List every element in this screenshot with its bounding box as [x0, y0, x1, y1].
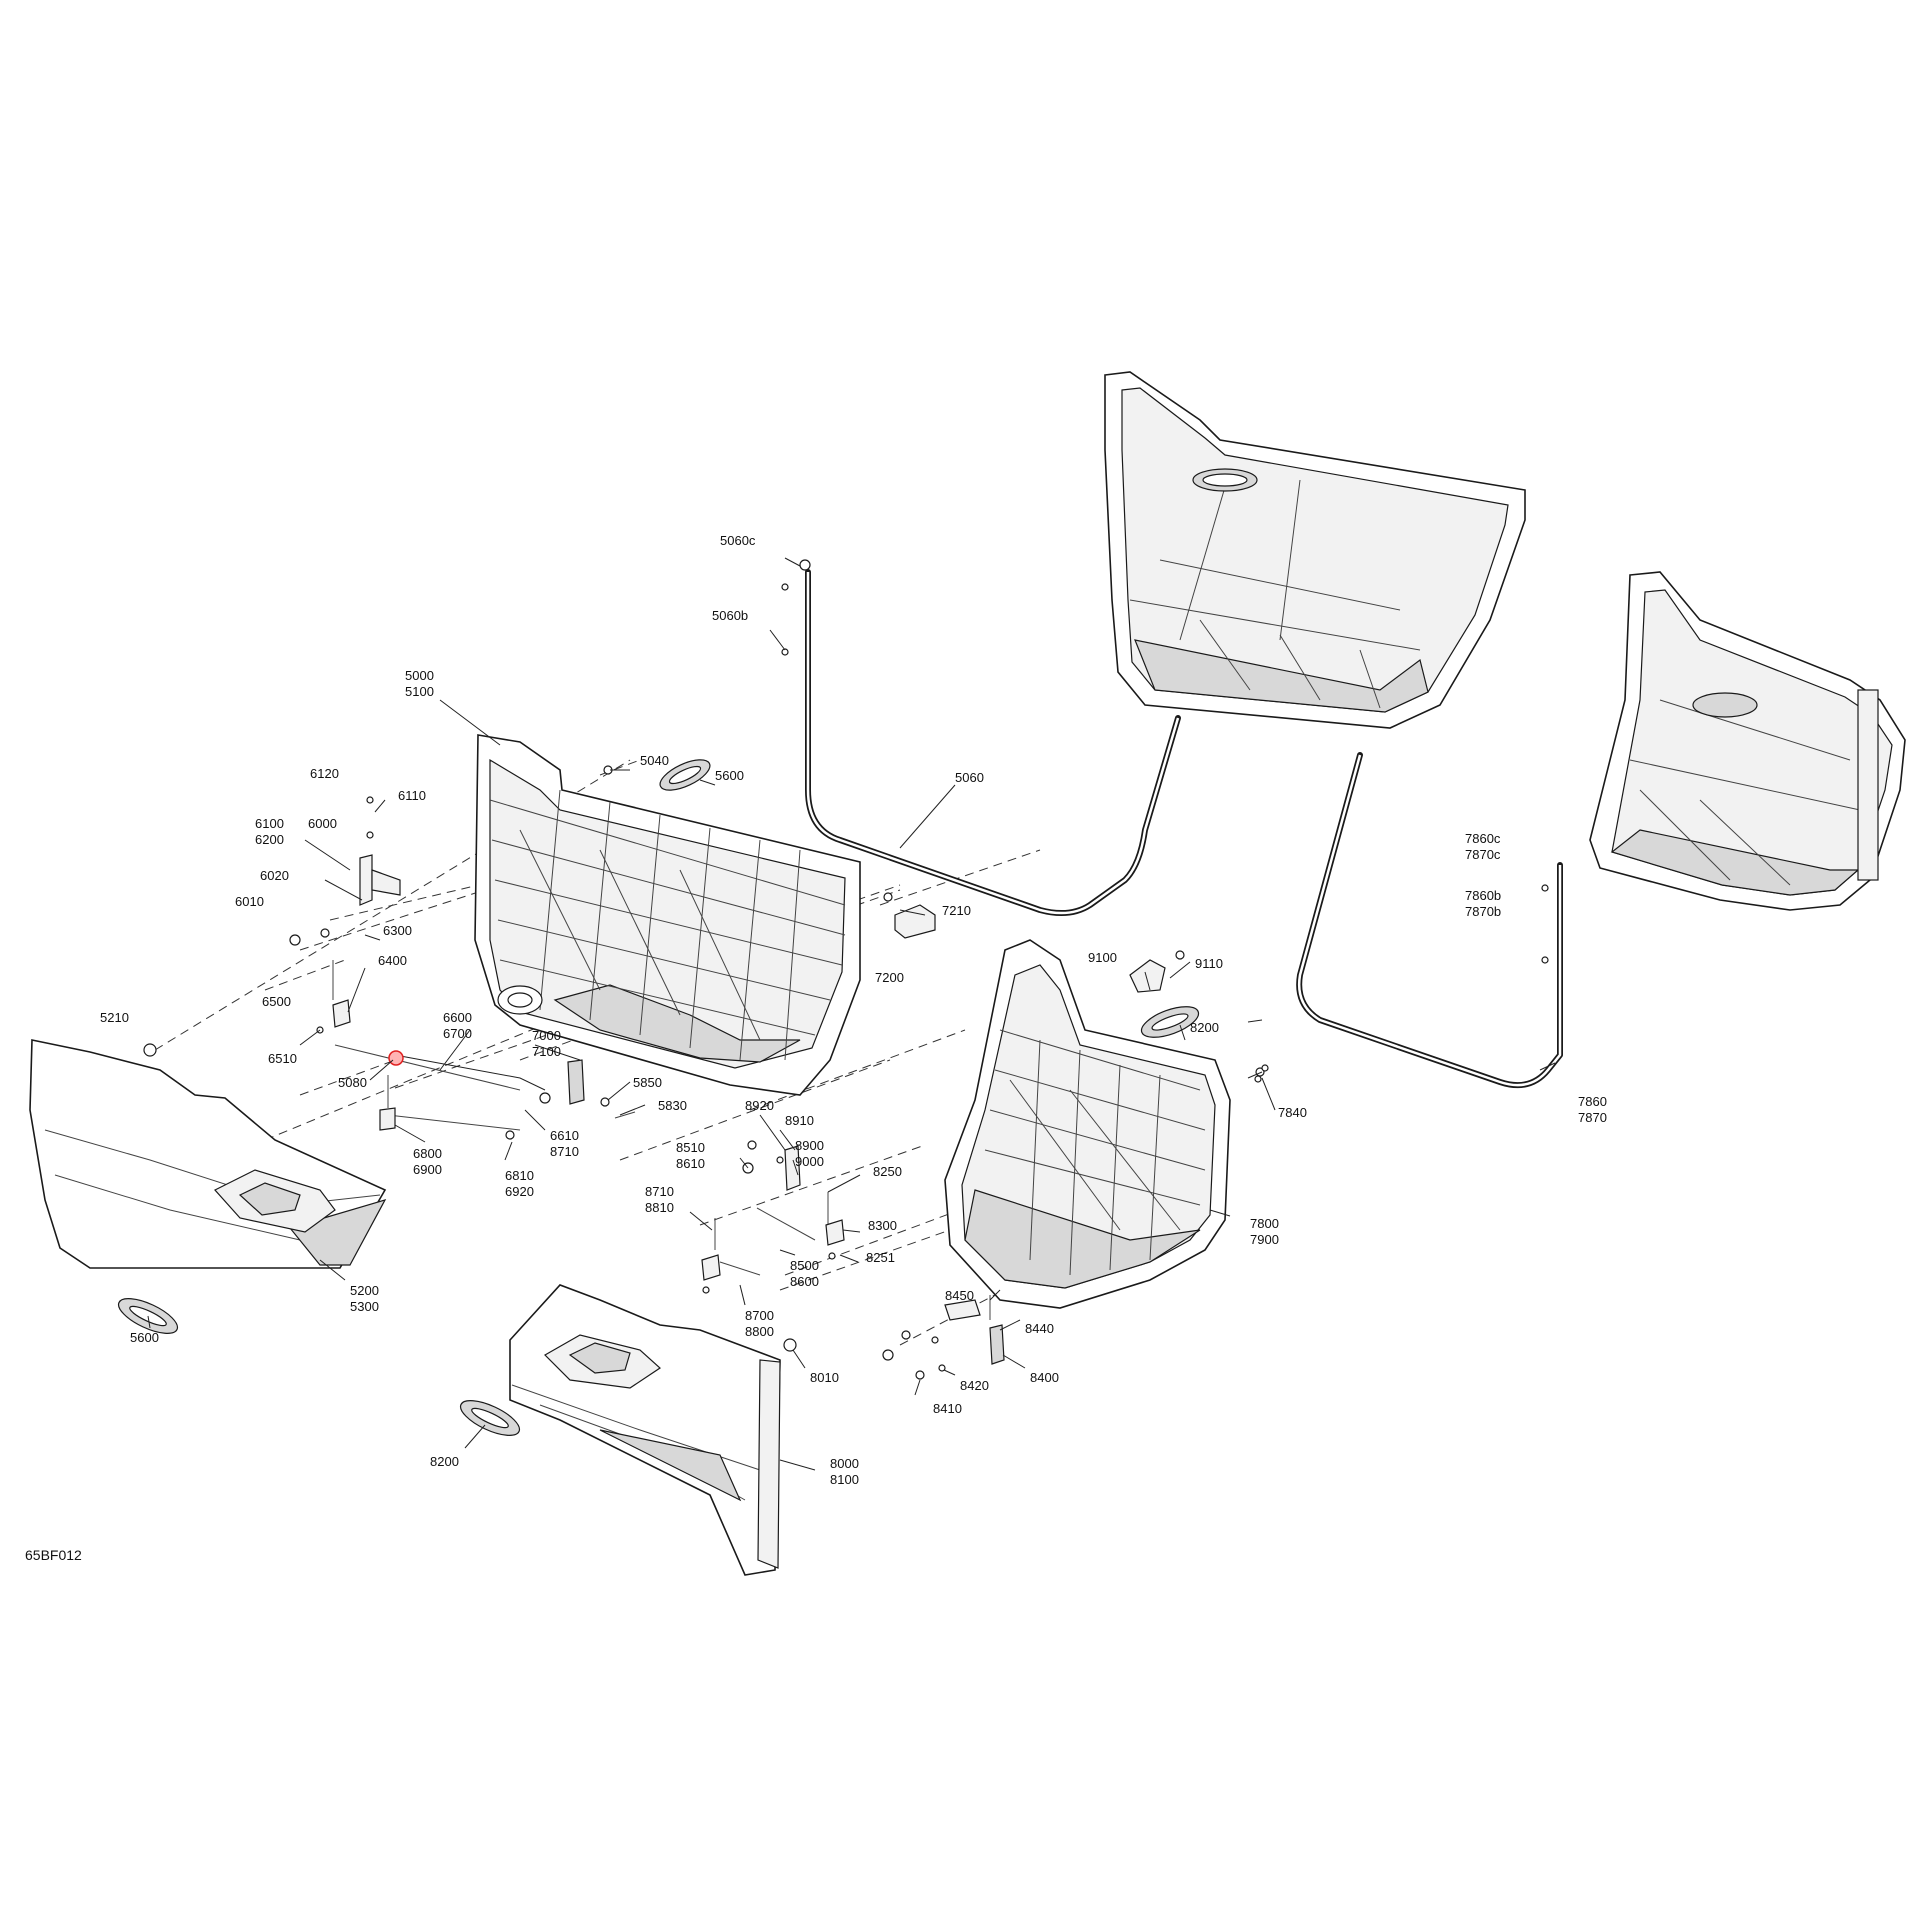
hinges-and-hardware: [143, 559, 1549, 1380]
callout-8010: 8010: [810, 1370, 839, 1385]
callout-8251: 8251: [866, 1250, 895, 1265]
callout-6510: 6510: [268, 1051, 297, 1066]
callout-7210: 7210: [942, 903, 971, 918]
door-frame-rear-left: [1104, 371, 1526, 729]
callout-8200-top: 8200: [1190, 1020, 1219, 1035]
callout-6110: 6110: [398, 788, 426, 803]
callout-5080: 5080: [338, 1075, 367, 1090]
callout-7840: 7840: [1278, 1105, 1307, 1120]
callout-8200-bottom: 8200: [430, 1454, 459, 1469]
door-frame-right-front: [944, 939, 1231, 1309]
callout-6010: 6010: [235, 894, 264, 909]
callout-9110: 9110: [1195, 956, 1223, 971]
callout-5060b: 5060b: [712, 608, 748, 623]
leader-lines: [147, 557, 1556, 1471]
callout-5060c: 5060c: [720, 533, 756, 548]
callout-8910: 8910: [785, 1113, 814, 1128]
callout-8300: 8300: [868, 1218, 897, 1233]
callout-8920: 8920: [745, 1098, 774, 1113]
callout-6300: 6300: [383, 923, 412, 938]
highlighted-part-5080[interactable]: [388, 1050, 404, 1066]
callout-6500: 6500: [262, 994, 291, 1009]
callout-8400: 8400: [1030, 1370, 1059, 1385]
callout-9100: 9100: [1088, 950, 1117, 965]
door-seal-7860: [1296, 752, 1563, 1088]
callout-6000: 6000: [308, 816, 337, 831]
callout-5830: 5830: [658, 1098, 687, 1113]
callout-5210: 5210: [100, 1010, 129, 1025]
callout-5850: 5850: [633, 1075, 662, 1090]
door-frame-left-front: [474, 734, 861, 1096]
callout-8410: 8410: [933, 1401, 962, 1416]
callout-5600-bottom: 5600: [130, 1330, 159, 1345]
drawing-code: 65BF012: [25, 1547, 82, 1563]
callout-5600-top: 5600: [715, 768, 744, 783]
callout-8420: 8420: [960, 1378, 989, 1393]
door-panel-right-front-outer: [509, 1284, 781, 1576]
callout-6400: 6400: [378, 953, 407, 968]
callout-5040: 5040: [640, 753, 669, 768]
callout-8440: 8440: [1025, 1321, 1054, 1336]
callout-6120: 6120: [310, 766, 339, 781]
callout-8250: 8250: [873, 1164, 902, 1179]
door-seal-5060: [805, 569, 1181, 917]
callout-8450: 8450: [945, 1288, 974, 1303]
callout-6020: 6020: [260, 868, 289, 883]
callout-5060: 5060: [955, 770, 984, 785]
callout-7200: 7200: [875, 970, 904, 985]
door-panel-left-front-outer: [29, 1039, 387, 1269]
door-frame-rear-right: [1589, 571, 1906, 911]
